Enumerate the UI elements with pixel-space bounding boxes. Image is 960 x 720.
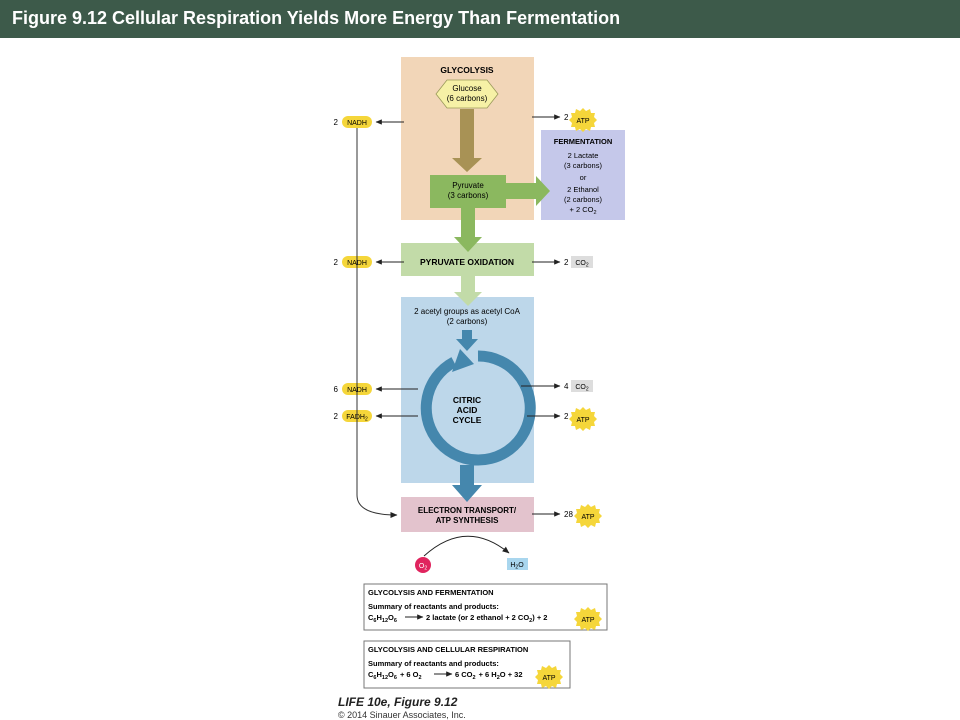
summary-fermentation-atp: ATP xyxy=(581,617,594,624)
summary-fermentation-reactant: C6H12O6 xyxy=(368,613,397,624)
citric-cycle-ring xyxy=(420,350,536,466)
fermentation-line2: (3 carbons) xyxy=(564,161,602,170)
citric-atp-burst xyxy=(569,407,597,431)
oxygen-to-water-arrow xyxy=(423,535,510,557)
pyruvate-co2-label: CO2 xyxy=(575,260,589,269)
citric-to-electron-arrow xyxy=(452,465,482,502)
summary-fermentation-subtitle: Summary of reactants and products: xyxy=(368,602,499,611)
pyruvate-carbons: (3 carbons) xyxy=(448,191,489,200)
figure-credit: LIFE 10e, Figure 9.12 © 2014 Sinauer Ass… xyxy=(338,695,466,720)
glycolysis-nadh-count: 2 xyxy=(334,118,339,127)
citric-fadh-count: 2 xyxy=(334,412,339,421)
acetyl-coa-carbons: (2 carbons) xyxy=(447,317,488,326)
glucose-carbons: (6 carbons) xyxy=(447,94,488,103)
citric-label-2: ACID xyxy=(457,405,478,415)
acetyl-entry-arrow xyxy=(456,330,478,351)
summary-fermentation-title: GLYCOLYSIS AND FERMENTATION xyxy=(368,588,494,597)
header-bar: Figure 9.12 Cellular Respiration Yields … xyxy=(0,0,960,38)
glycolysis-title: GLYCOLYSIS xyxy=(440,65,494,75)
glycolysis-atp-label: ATP xyxy=(576,118,589,125)
electron-atp-label: ATP xyxy=(581,514,594,521)
glycolysis-atp-count: 2 xyxy=(564,113,569,122)
fermentation-box xyxy=(541,130,625,220)
fermentation-line5: (2 carbons) xyxy=(564,195,602,204)
summary-respiration-subtitle: Summary of reactants and products: xyxy=(368,659,499,668)
summary-fermentation-box xyxy=(363,583,608,631)
fermentation-line3: or xyxy=(580,173,587,182)
summary-respiration-title: GLYCOLYSIS AND CELLULAR RESPIRATION xyxy=(368,645,528,654)
pyruvate-box xyxy=(430,175,506,208)
fermentation-line4: 2 Ethanol xyxy=(567,185,599,194)
pyruvate-down-arrow xyxy=(454,208,482,252)
glycolysis-arrow xyxy=(452,109,482,172)
pyruvate-oxidation-title: PYRUVATE OXIDATION xyxy=(420,257,514,267)
citric-fadh-label: FADH2 xyxy=(346,414,368,423)
electron-atp-burst xyxy=(574,504,602,528)
pyruvate-co2-count: 2 xyxy=(564,258,569,267)
glucose-label: Glucose xyxy=(452,84,482,93)
fermentation-arrow xyxy=(506,176,550,206)
glycolysis-nadh-label: NADH xyxy=(347,120,367,127)
citric-label-1: CITRIC xyxy=(453,395,481,405)
credit-title: LIFE 10e, Figure 9.12 xyxy=(338,695,458,709)
summary-respiration-atp: ATP xyxy=(542,675,555,682)
credit-copyright: © 2014 Sinauer Associates, Inc. xyxy=(338,710,466,720)
citric-co2-count: 4 xyxy=(564,382,569,391)
summary-respiration-products: 6 CO2+ 6 H2O + 32 xyxy=(455,670,523,681)
glycolysis-atp-burst xyxy=(569,108,597,132)
summary-respiration-atp-burst xyxy=(535,665,563,689)
fermentation-line6: + 2 CO2 xyxy=(569,205,596,216)
pyruvate-nadh-count: 2 xyxy=(334,258,339,267)
summary-fermentation-products: 2 lactate (or 2 ethanol + 2 CO2) + 2 xyxy=(426,613,547,624)
page-title: Figure 9.12 Cellular Respiration Yields … xyxy=(12,8,621,28)
oxygen-badge xyxy=(415,557,431,573)
citric-cycle-arrowhead xyxy=(452,349,474,372)
electron-transport-line1: ELECTRON TRANSPORT/ xyxy=(418,506,517,515)
glucose-hexagon xyxy=(435,79,499,109)
oxygen-label: O2 xyxy=(419,563,427,572)
water-label: H2O xyxy=(510,562,524,571)
water-badge xyxy=(507,558,528,570)
fermentation-title: FERMENTATION xyxy=(554,137,612,146)
summary-respiration-reactants: C6H12O6+ 6 O2 xyxy=(368,670,422,681)
acetyl-coa-label: 2 acetyl groups as acetyl CoA xyxy=(414,307,520,316)
electron-transport-line2: ATP SYNTHESIS xyxy=(436,516,499,525)
nadh-to-electron-line xyxy=(356,128,398,518)
electron-transport-box xyxy=(401,497,534,532)
pyruvate-label: Pyruvate xyxy=(452,181,484,190)
summary-fermentation-atp-burst xyxy=(574,607,602,631)
citric-label-3: CYCLE xyxy=(453,415,482,425)
summary-respiration-box xyxy=(363,640,571,689)
acetyl-arrow xyxy=(454,276,482,306)
fermentation-line1: 2 Lactate xyxy=(568,151,599,160)
glycolysis-nadh-badge xyxy=(342,116,372,128)
pyruvate-co2-badge xyxy=(571,256,593,268)
citric-nadh-count: 6 xyxy=(334,385,339,394)
electron-atp-count: 28 xyxy=(564,510,573,519)
citric-co2-label: CO2 xyxy=(575,384,589,393)
citric-co2-badge xyxy=(571,380,593,392)
citric-atp-count: 2 xyxy=(564,412,569,421)
citric-atp-label: ATP xyxy=(576,417,589,424)
